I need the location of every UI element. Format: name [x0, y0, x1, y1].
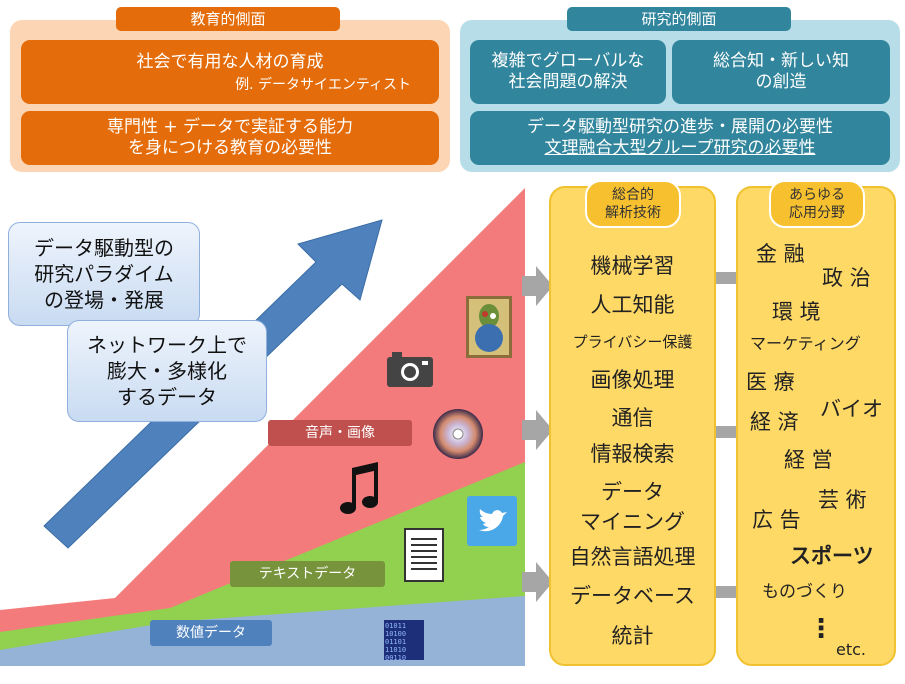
field-sports: スポーツ: [790, 544, 874, 568]
tech-communication: 通信: [611, 406, 654, 430]
field-bio: バイオ: [820, 397, 883, 421]
applications-column: [736, 186, 896, 666]
camera-icon: [387, 352, 433, 387]
field-finance: 金 融: [756, 242, 805, 266]
bigdata-line3: するデータ: [117, 385, 217, 409]
techniques-column: [549, 186, 716, 666]
field-economy: 経 済: [750, 410, 799, 434]
document-icon: [404, 528, 444, 582]
tech-privacy: プライバシー保護: [572, 333, 693, 351]
field-advertising: 広 告: [752, 508, 801, 532]
education-box-skills-line1: 専門性 + データで実証する能力: [106, 117, 354, 137]
field-medical: 医 療: [746, 370, 795, 394]
research-box-knowledge: 総合知・新しい知 の創造: [672, 40, 890, 104]
tech-nlp: 自然言語処理: [569, 545, 696, 569]
tech-image-processing: 画像処理: [590, 368, 675, 392]
research-box-knowledge-line2: の創造: [755, 72, 807, 92]
bigdata-bubble: ネットワーク上で 膨大・多様化 するデータ: [67, 320, 267, 422]
tech-statistics: 統計: [611, 624, 654, 648]
applications-header: あらゆる 応用分野: [769, 180, 865, 228]
research-box-necessity-line2: 文理融合大型グループ研究の必要性: [544, 138, 816, 158]
field-politics: 政 治: [822, 266, 871, 290]
education-box-skills-line2: を身につける教育の必要性: [128, 138, 332, 158]
flow-arrow-1: [522, 266, 553, 306]
tech-ai: 人工知能: [590, 293, 675, 317]
numeric-data-tag: 数値データ: [150, 620, 272, 646]
techniques-header-line1: 総合的: [612, 187, 654, 203]
field-management: 経 営: [784, 448, 833, 472]
paradigm-line3: の登場・発展: [44, 288, 164, 312]
education-box-talent-line2: 例. データサイエンティスト: [235, 76, 411, 93]
field-marketing: マーケティング: [750, 334, 861, 353]
text-data-tag: テキストデータ: [230, 561, 385, 587]
field-etc: etc.: [836, 640, 866, 659]
field-art: 芸 術: [818, 488, 867, 512]
research-box-knowledge-line1: 総合知・新しい知: [713, 51, 849, 71]
music-note-icon: [340, 462, 378, 514]
tech-database: データベース: [570, 584, 695, 608]
paradigm-line2: 研究パラダイム: [34, 262, 174, 286]
svg-text:10100: 10100: [385, 630, 406, 638]
research-box-global-line2: 社会問題の解決: [508, 72, 628, 92]
flow-arrow-2: [522, 410, 553, 450]
research-box-necessity-line1: データ駆動型研究の進歩・展開の必要性: [527, 117, 833, 137]
education-box-talent: 社会で有用な人材の育成 例. データサイエンティスト: [21, 40, 439, 104]
tech-data-mining-2: マイニング: [580, 510, 685, 534]
svg-text:01101: 01101: [385, 638, 406, 646]
education-box-talent-line1: 社会で有用な人材の育成: [136, 51, 324, 72]
research-box-global: 複雑でグローバルな 社会問題の解決: [470, 40, 666, 104]
education-header: 教育的側面: [116, 7, 340, 31]
paradigm-line1: データ駆動型の: [34, 236, 174, 260]
paradigm-bubble: データ駆動型の 研究パラダイム の登場・発展: [8, 222, 200, 326]
research-box-global-line1: 複雑でグローバルな: [491, 51, 645, 71]
tech-data-mining-1: データ: [601, 480, 664, 504]
bigdata-line2: 膨大・多様化: [107, 359, 227, 383]
flow-arrow-3: [522, 562, 553, 602]
applications-header-line2: 応用分野: [789, 205, 845, 221]
research-header: 研究的側面: [567, 7, 791, 31]
painting-icon: [466, 296, 512, 358]
cd-disc-icon: [433, 409, 483, 459]
tech-information-retrieval: 情報検索: [590, 442, 675, 466]
svg-text:11010: 11010: [385, 646, 406, 654]
field-environment: 環 境: [772, 300, 821, 324]
techniques-header-line2: 解析技術: [605, 205, 661, 221]
applications-header-line1: あらゆる: [789, 187, 845, 203]
research-box-necessity: データ駆動型研究の進歩・展開の必要性 文理融合大型グループ研究の必要性: [470, 111, 890, 165]
bigdata-line1: ネットワーク上で: [87, 333, 247, 357]
audio-image-tag: 音声・画像: [268, 420, 412, 446]
field-manufacturing: ものづくり: [762, 582, 847, 602]
svg-text:01011: 01011: [385, 622, 406, 630]
tech-machine-learning: 機械学習: [590, 254, 675, 278]
education-box-skills: 専門性 + データで実証する能力 を身につける教育の必要性: [21, 111, 439, 165]
field-ellipsis: ⋮: [808, 614, 834, 644]
techniques-header: 総合的 解析技術: [585, 180, 681, 228]
svg-text:00110: 00110: [385, 654, 406, 660]
twitter-bird-icon: [467, 496, 517, 546]
